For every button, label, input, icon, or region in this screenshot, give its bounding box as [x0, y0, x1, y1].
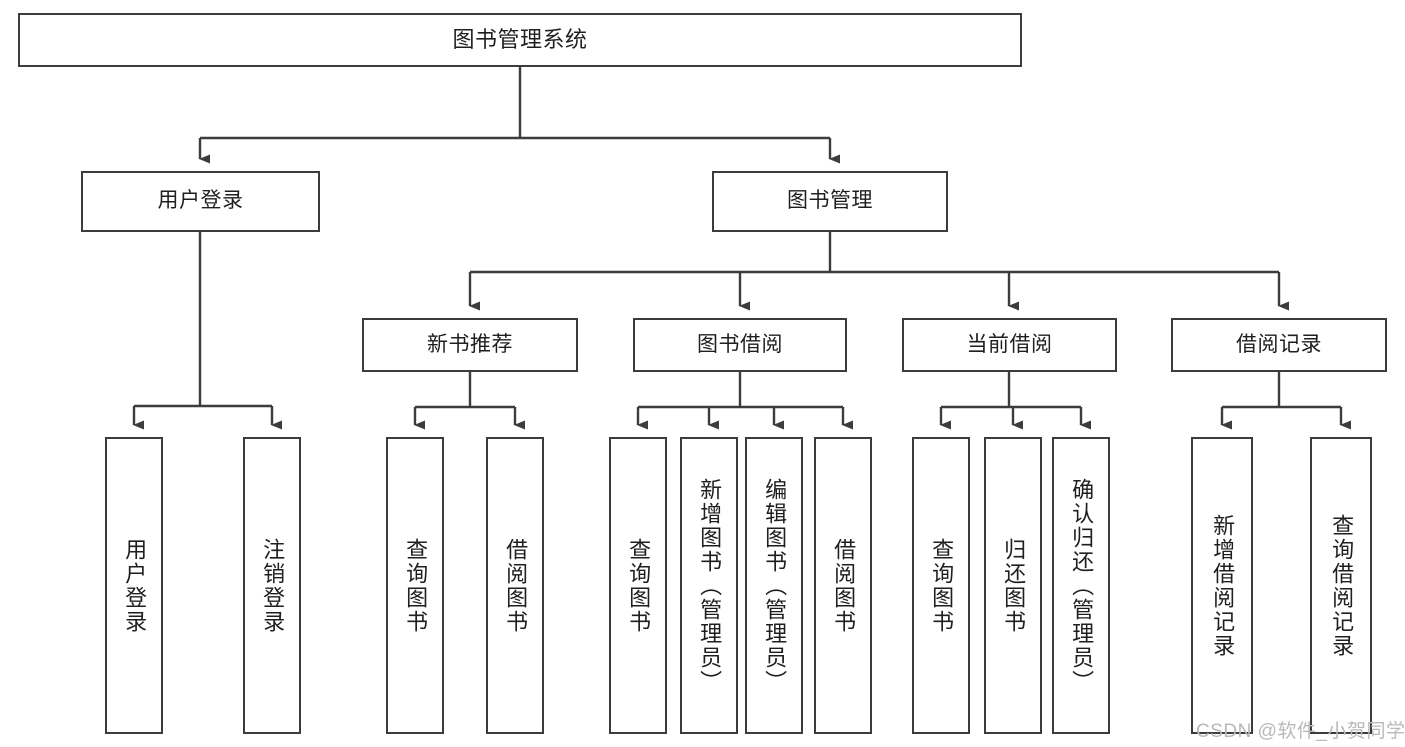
node-level3-1[interactable]: 图书借阅 — [633, 318, 847, 372]
node-label: 用户登录 — [157, 189, 244, 213]
node-label: 查询图书 — [626, 537, 652, 634]
node-level3-2[interactable]: 当前借阅 — [902, 318, 1117, 372]
node-leaf-5[interactable]: 新增图书（管理员） — [680, 437, 738, 734]
node-label: 编辑图书（管理员） — [762, 477, 788, 694]
node-leaf-8[interactable]: 查询图书 — [912, 437, 970, 734]
node-leaf-1[interactable]: 注销登录 — [243, 437, 301, 734]
node-root[interactable]: 图书管理系统 — [18, 13, 1022, 67]
node-leaf-4[interactable]: 查询图书 — [609, 437, 667, 734]
node-level3-3[interactable]: 借阅记录 — [1171, 318, 1387, 372]
node-leaf-9[interactable]: 归还图书 — [984, 437, 1042, 734]
node-label: 确认归还（管理员） — [1069, 477, 1095, 694]
node-leaf-12[interactable]: 查询借阅记录 — [1310, 437, 1372, 734]
node-label: 借阅记录 — [1236, 332, 1322, 356]
node-label: 当前借阅 — [966, 332, 1053, 356]
node-leaf-0[interactable]: 用户登录 — [105, 437, 163, 734]
node-label: 图书管理系统 — [452, 27, 588, 53]
node-label: 新增借阅记录 — [1210, 513, 1236, 658]
node-label: 查询借阅记录 — [1329, 513, 1355, 658]
node-leaf-6[interactable]: 编辑图书（管理员） — [745, 437, 803, 734]
node-leaf-11[interactable]: 新增借阅记录 — [1191, 437, 1253, 734]
node-label: 新增图书（管理员） — [697, 477, 723, 694]
node-level2-1[interactable]: 图书管理 — [712, 171, 948, 232]
node-leaf-3[interactable]: 借阅图书 — [486, 437, 544, 734]
node-label: 查询图书 — [929, 537, 955, 634]
node-level3-0[interactable]: 新书推荐 — [362, 318, 578, 372]
node-leaf-10[interactable]: 确认归还（管理员） — [1052, 437, 1110, 734]
node-label: 借阅图书 — [831, 537, 857, 634]
node-label: 新书推荐 — [427, 332, 513, 356]
node-leaf-2[interactable]: 查询图书 — [386, 437, 444, 734]
node-label: 用户登录 — [122, 537, 148, 634]
node-leaf-7[interactable]: 借阅图书 — [814, 437, 872, 734]
node-label: 借阅图书 — [503, 537, 529, 634]
node-label: 归还图书 — [1001, 537, 1027, 634]
node-label: 查询图书 — [403, 537, 429, 634]
node-label: 图书管理 — [787, 189, 873, 213]
node-level2-0[interactable]: 用户登录 — [81, 171, 320, 232]
node-label: 图书借阅 — [697, 332, 783, 356]
node-label: 注销登录 — [260, 537, 286, 634]
watermark: CSDN @软件_小贺同学 — [1196, 721, 1405, 742]
